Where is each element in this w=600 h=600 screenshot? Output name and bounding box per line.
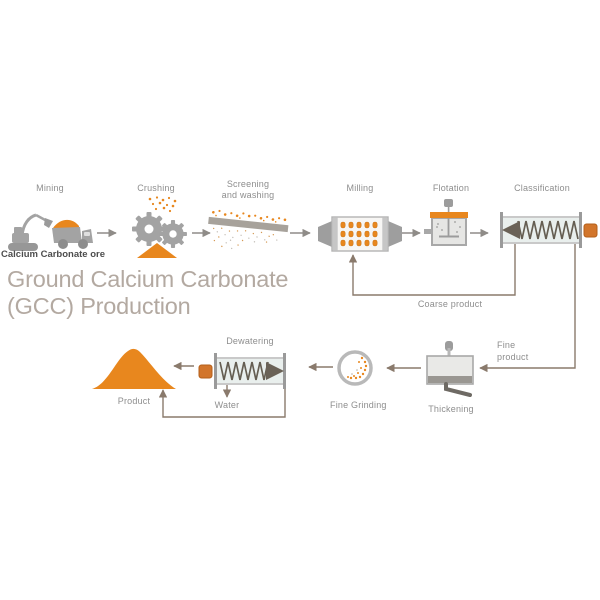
fine-grinding-icon	[337, 350, 373, 386]
page-title-line2: (GCC) Production	[7, 293, 191, 319]
milling-label: Milling	[346, 183, 374, 193]
froth-layer	[430, 212, 468, 218]
screening-icon	[208, 209, 289, 250]
ore-on-screen-dots	[212, 209, 287, 223]
gear-icon	[159, 220, 187, 248]
crushed-ore-pile-icon	[137, 243, 177, 258]
stage-crushing: Crushing	[122, 183, 190, 261]
flotation-label: Flotation	[432, 183, 470, 193]
excavator-icon	[8, 213, 53, 251]
classification-label: Classification	[514, 183, 570, 193]
screw-cone	[502, 221, 520, 239]
inlet-pipe	[424, 229, 432, 234]
gear-icon	[132, 212, 166, 246]
stage-dewatering: Dewatering	[196, 336, 304, 416]
mining-icon	[8, 213, 93, 251]
sediment-layer	[428, 376, 472, 383]
stage-mining: Mining Calcium Carbonate ore	[1, 183, 105, 267]
stage-screening: Screening and washing	[204, 179, 292, 257]
mining-label: Mining	[36, 183, 64, 193]
stage-flotation: Flotation	[424, 183, 478, 255]
screening-label-line2: and washing	[221, 190, 275, 200]
crushing-icon	[132, 196, 187, 258]
screen-deck	[208, 216, 289, 233]
falling-ore-dots	[148, 196, 177, 213]
discharge-cap	[198, 364, 213, 379]
stage-product: Product	[86, 336, 182, 414]
thickening-icon	[426, 341, 474, 397]
milling-icon	[318, 216, 402, 252]
washed-fines-speckles	[212, 227, 278, 250]
stage-thickening: Thickening	[420, 340, 482, 414]
underflow-pipe	[444, 382, 472, 397]
fine-product-label-line2: product	[497, 352, 529, 362]
screening-label-line1: Screening	[226, 179, 270, 189]
screw-spiral	[219, 361, 269, 381]
page-title-line1: Ground Calcium Carbonate	[7, 266, 289, 292]
screw-cone	[266, 362, 284, 380]
product-pile-icon	[92, 348, 176, 389]
fine-product-label: Fine product	[497, 339, 528, 363]
grinding-media-dots	[347, 356, 368, 380]
slurry-dots	[436, 221, 461, 233]
fine-grinding-label: Fine Grinding	[330, 400, 387, 410]
water-label: Water	[214, 400, 240, 410]
product-label: Product	[117, 396, 151, 406]
mill-media-dots	[340, 221, 378, 247]
stage-milling: Milling	[316, 183, 404, 253]
crushing-label: Crushing	[137, 183, 175, 193]
page-title: Ground Calcium Carbonate (GCC) Productio…	[7, 266, 288, 320]
discharge-cap	[583, 223, 598, 238]
fine-product-label-line1: Fine	[497, 340, 516, 350]
dump-truck-icon	[52, 219, 93, 249]
stage-fine-grinding: Fine Grinding	[330, 348, 387, 412]
stage-classification: Classification	[492, 183, 598, 253]
thickening-label: Thickening	[428, 404, 474, 414]
flotation-icon	[424, 199, 468, 246]
coarse-product-label: Coarse product	[417, 299, 483, 309]
screw-spiral	[517, 220, 579, 240]
calcium-carbonate-ore-label: Calcium Carbonate ore	[1, 249, 105, 260]
classification-icon	[500, 212, 598, 248]
dewatering-label: Dewatering	[226, 336, 274, 346]
dewatering-icon	[198, 353, 286, 389]
